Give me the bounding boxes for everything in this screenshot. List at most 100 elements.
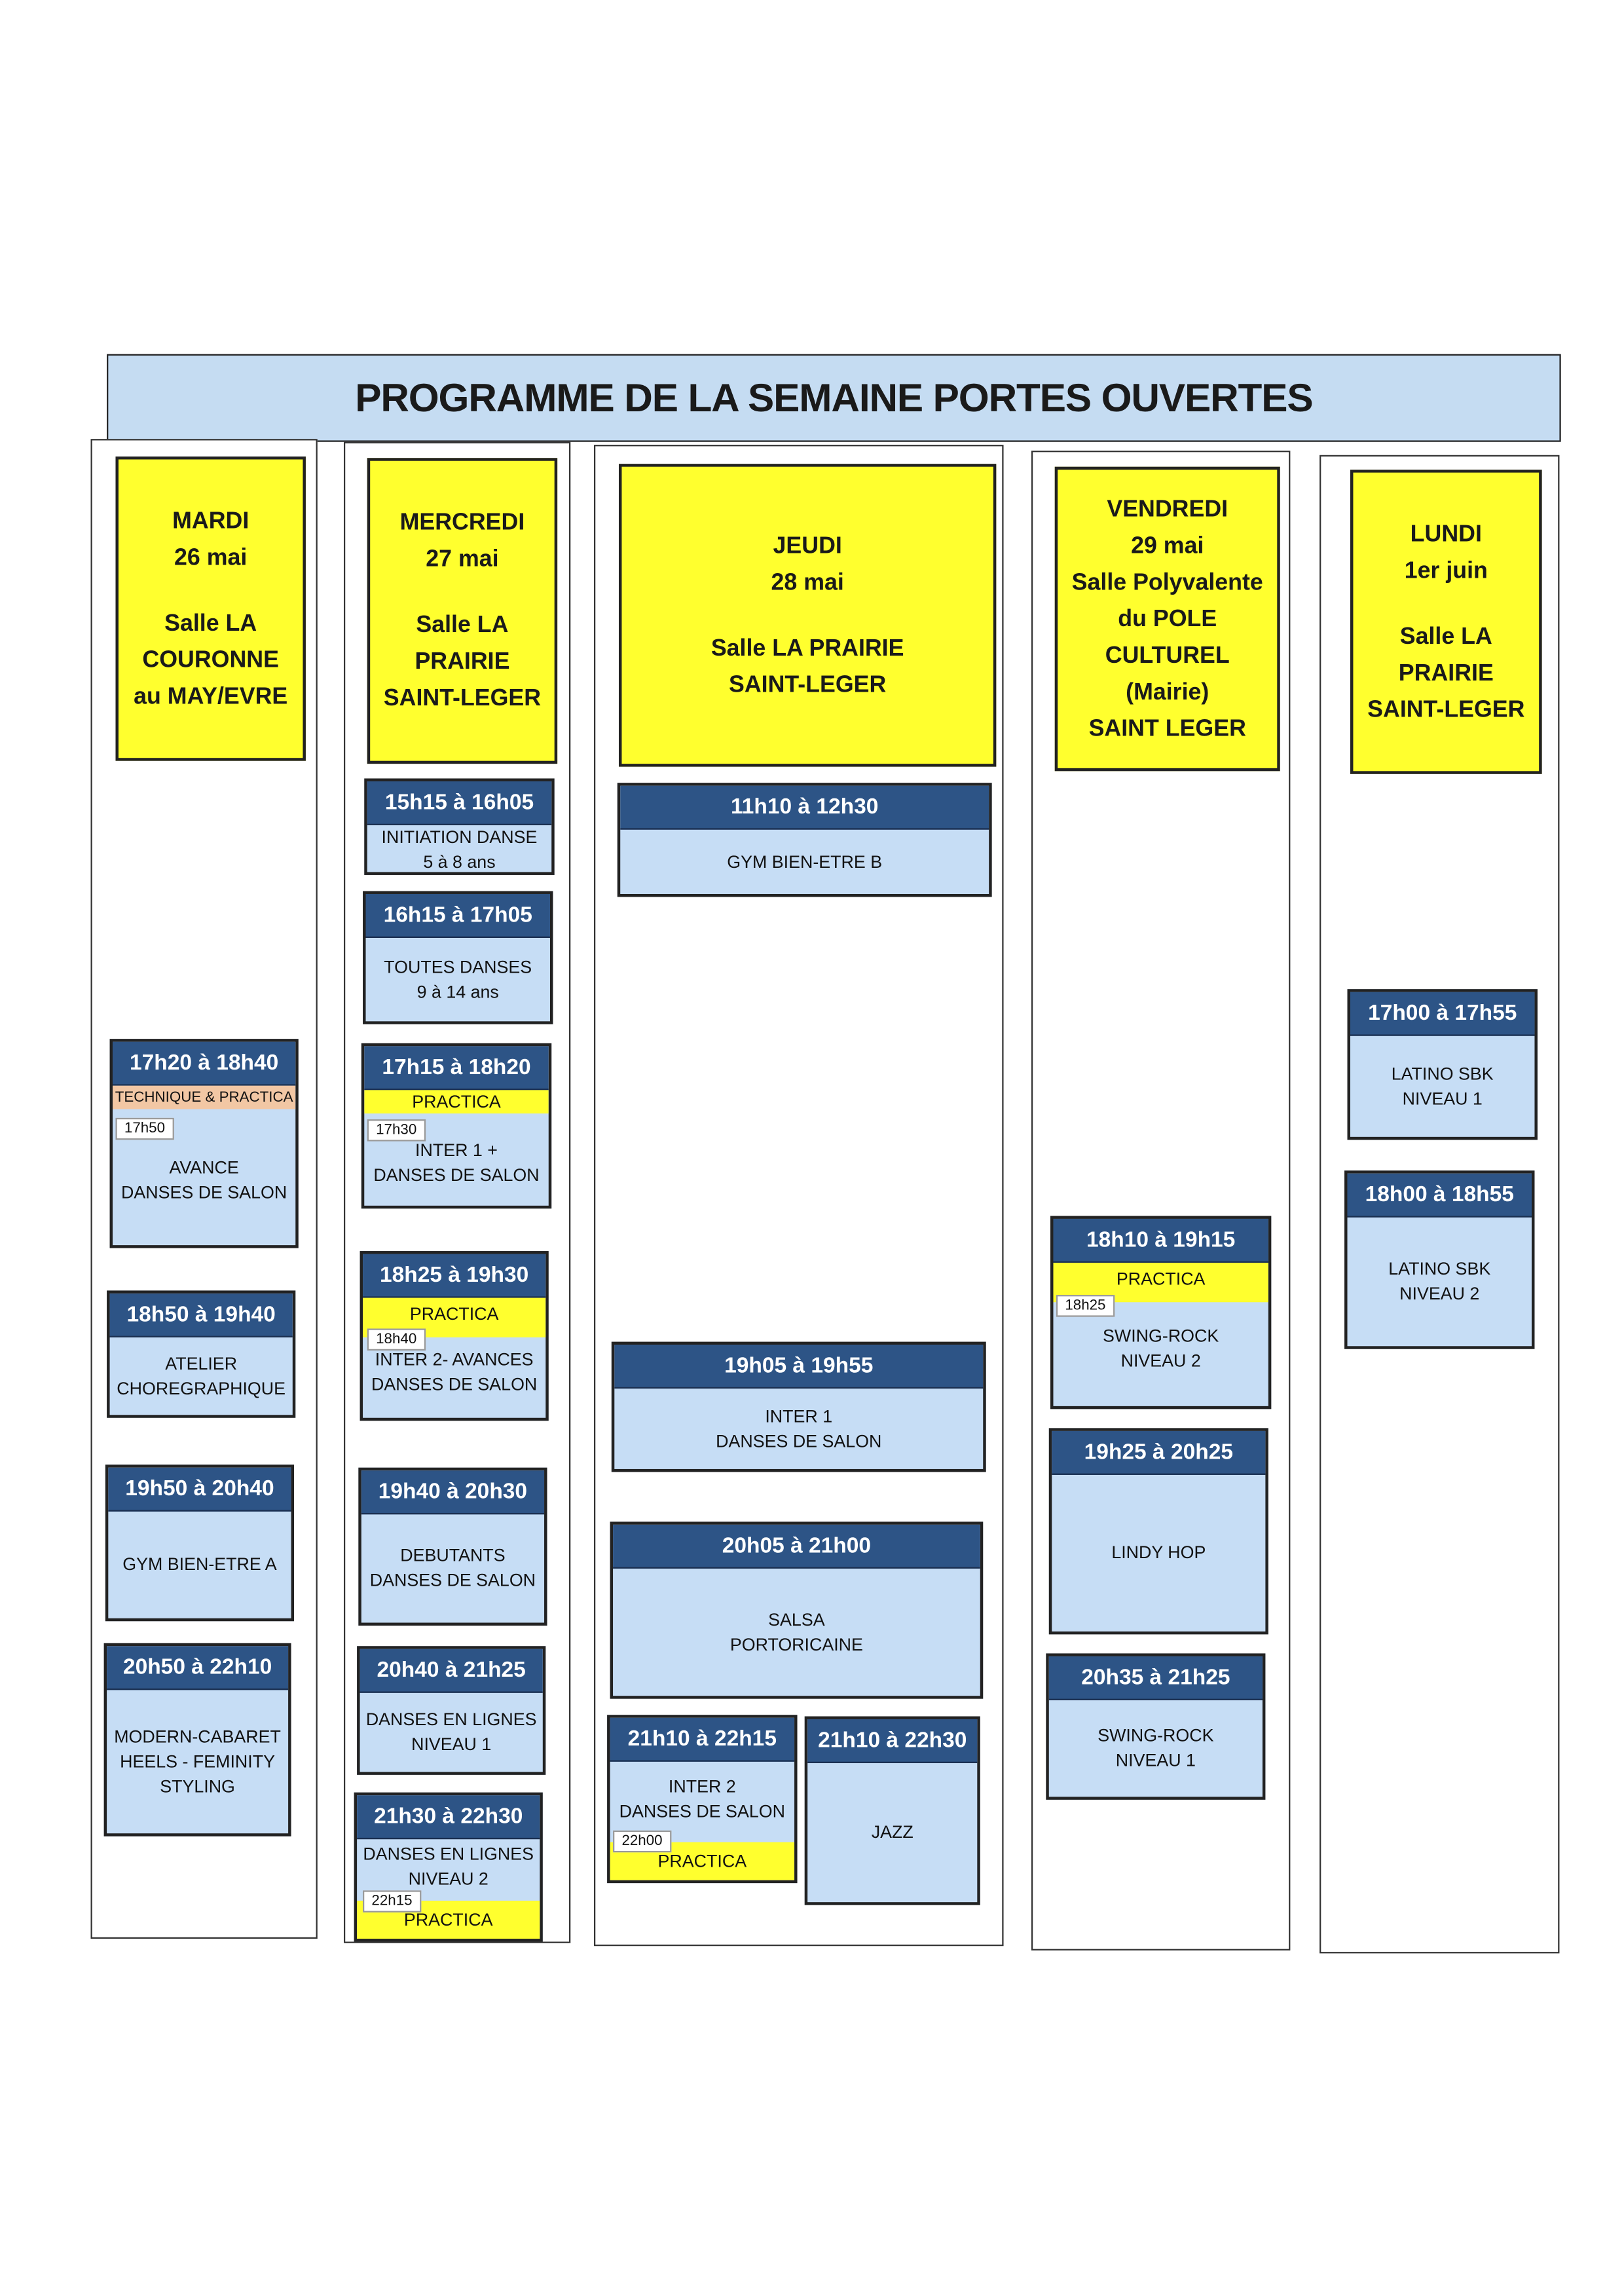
day-name: LUNDI xyxy=(1410,521,1482,547)
session-time: 18h00 à 18h55 xyxy=(1347,1173,1532,1218)
start-time-tag: 17h30 xyxy=(367,1119,426,1142)
venue-line: au MAY/EVRE xyxy=(134,684,288,709)
session-line: DANSES DE SALON xyxy=(369,1570,536,1591)
session-line: STYLING xyxy=(160,1775,235,1797)
session-line: 9 à 14 ans xyxy=(416,980,499,1002)
session-line: ATELIER xyxy=(165,1353,238,1373)
day-date: 1er juin xyxy=(1404,558,1488,584)
session-body: JAZZ xyxy=(807,1763,977,1902)
practica-band: PRACTICA xyxy=(364,1090,549,1114)
session-line: DANSES DE SALON xyxy=(373,1164,540,1185)
session-line: JAZZ xyxy=(871,1821,913,1842)
session-line: NIVEAU 1 xyxy=(1115,1749,1196,1771)
venue-line: Salle LA PRAIRIE xyxy=(710,635,904,661)
session-line: NIVEAU 2 xyxy=(1120,1350,1201,1371)
session-time: 21h10 à 22h30 xyxy=(807,1719,978,1763)
session-line: CHOREGRAPHIQUE xyxy=(117,1377,286,1398)
session-time: 18h50 à 19h40 xyxy=(109,1293,293,1337)
session-time: 18h25 à 19h30 xyxy=(363,1254,546,1298)
session-time: 17h20 à 18h40 xyxy=(113,1041,296,1086)
venue-line: COURONNE xyxy=(142,647,279,673)
session-body: DEBUTANTS DANSES DE SALON xyxy=(361,1514,544,1622)
session-time: 19h50 à 20h40 xyxy=(108,1467,291,1512)
day-name: MARDI xyxy=(172,508,249,534)
session-time: 19h05 à 19h55 xyxy=(614,1345,984,1389)
session-line: PORTORICAINE xyxy=(729,1633,863,1654)
session-line: DEBUTANTS xyxy=(400,1545,506,1566)
session-line: DANSES EN LIGNES xyxy=(365,1709,537,1730)
venue-line: Salle Polyvalente xyxy=(1071,570,1263,595)
day-name: MERCREDI xyxy=(399,510,525,536)
session-line: DANSES DE SALON xyxy=(371,1373,538,1395)
session-time: 18h10 à 19h15 xyxy=(1053,1218,1268,1263)
session-line: NIVEAU 2 xyxy=(1399,1283,1480,1304)
session-time: 20h05 à 21h00 xyxy=(613,1524,980,1569)
session-line: GYM BIEN-ETRE B xyxy=(727,851,883,872)
session-line: 5 à 8 ans xyxy=(423,851,496,872)
venue-line: du POLE xyxy=(1118,606,1217,631)
venue-line: Salle LA xyxy=(1399,624,1492,649)
session-time: 11h10 à 12h30 xyxy=(620,785,989,830)
session-time: 21h30 à 22h30 xyxy=(357,1795,540,1840)
session-body: GYM BIEN-ETRE B xyxy=(620,830,989,894)
session-time: 20h50 à 22h10 xyxy=(107,1646,289,1690)
venue-line: SAINT-LEGER xyxy=(1367,697,1525,722)
venue-line: CULTUREL xyxy=(1105,643,1230,668)
venue-line: PRAIRIE xyxy=(1398,660,1494,686)
start-time-tag: 17h50 xyxy=(115,1117,174,1140)
practica-band: PRACTICA xyxy=(363,1297,546,1337)
start-time-tag: 18h40 xyxy=(367,1328,426,1351)
session-body: PRACTICA INTER 2- AVANCES DANSES DE SALON xyxy=(363,1297,546,1418)
day-name: VENDREDI xyxy=(1107,496,1228,522)
day-date: 28 mai xyxy=(771,570,844,595)
session-line: DANSES DE SALON xyxy=(121,1181,287,1203)
venue-line: Salle LA xyxy=(416,613,509,639)
session-line: INTER 2 xyxy=(668,1775,736,1797)
session-line: LINDY HOP xyxy=(1111,1542,1206,1563)
session-line: SALSA xyxy=(768,1609,825,1630)
session-time: 20h40 à 21h25 xyxy=(360,1649,543,1693)
session-time: 20h35 à 21h25 xyxy=(1048,1656,1263,1700)
session-time: 17h15 à 18h20 xyxy=(364,1046,549,1091)
session-line: INTER 1 xyxy=(765,1405,833,1427)
venue-line: PRAIRIE xyxy=(415,649,510,675)
session-line: MODERN-CABARET xyxy=(114,1726,281,1747)
venue-line: SAINT LEGER xyxy=(1088,716,1246,741)
day-name: JEUDI xyxy=(773,533,842,559)
session-line: LATINO SBK xyxy=(1391,1063,1494,1084)
session-line: INTER 2- AVANCES xyxy=(375,1349,534,1370)
session-body: LINDY HOP xyxy=(1052,1475,1265,1632)
venue-line: Salle LA xyxy=(164,610,257,636)
